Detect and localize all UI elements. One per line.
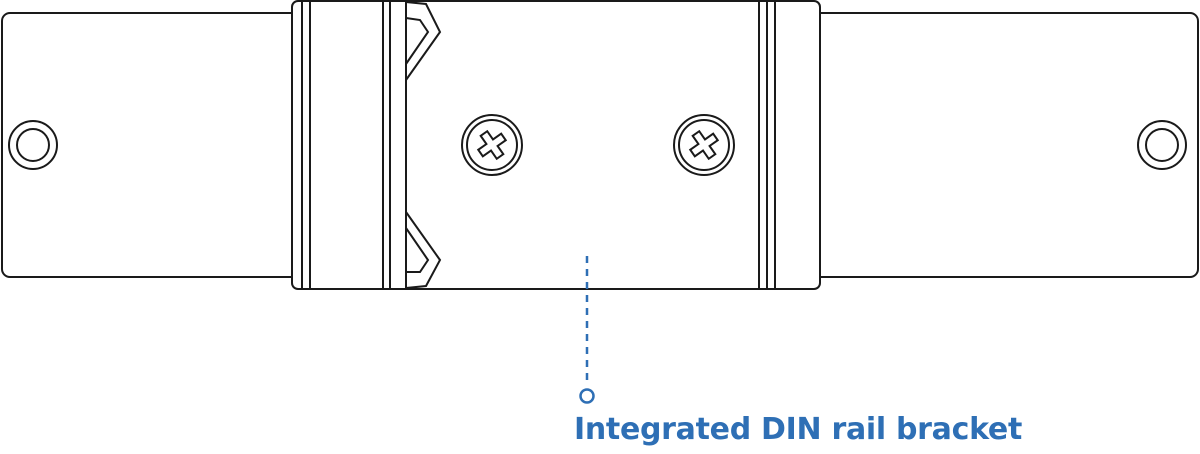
top-spring-clip xyxy=(405,1,442,81)
left-phillips-screw-icon xyxy=(461,114,523,176)
left-rail-ridges xyxy=(301,2,407,288)
din-rail-bracket-body xyxy=(291,0,821,290)
left-mounting-hole-icon xyxy=(8,120,58,170)
right-phillips-screw-icon xyxy=(673,114,735,176)
callout-anchor-dot xyxy=(579,388,595,404)
right-rail-ridges xyxy=(758,2,776,288)
callout-label: Integrated DIN rail bracket xyxy=(574,412,1023,447)
right-mounting-hole-icon xyxy=(1137,120,1187,170)
bottom-spring-clip xyxy=(405,211,442,289)
